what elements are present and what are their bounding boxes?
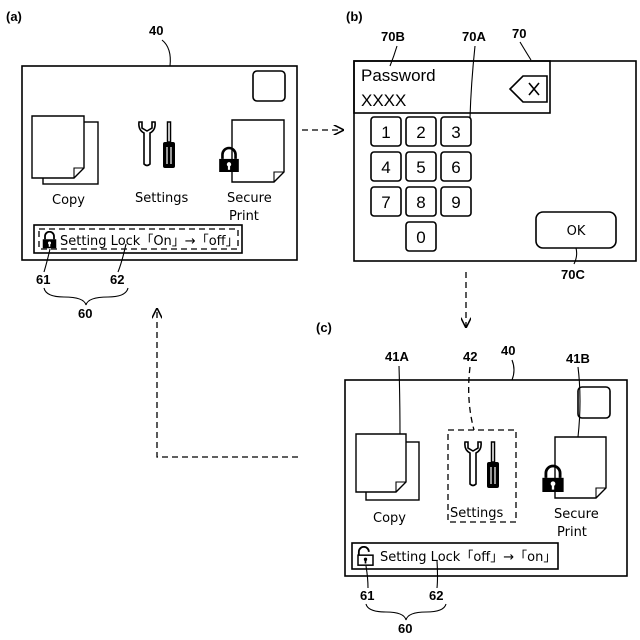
setting-unlock-icon — [358, 547, 373, 565]
panel-c: (c) 41A 42 40 41B Copy Settings — [316, 320, 627, 636]
ref-41B: 41B — [566, 351, 590, 366]
svg-text:6: 6 — [451, 158, 460, 177]
key-6[interactable]: 6 — [441, 152, 471, 181]
ref-42-leader — [469, 367, 474, 430]
key-7[interactable]: 7 — [371, 187, 401, 216]
copy-icon-c[interactable] — [356, 434, 419, 500]
secure-print-icon-c[interactable] — [542, 437, 606, 498]
secure-label-c-2: Print — [557, 525, 587, 540]
key-8[interactable]: 8 — [406, 187, 436, 216]
svg-text:9: 9 — [451, 193, 460, 212]
secure-print-icon[interactable] — [219, 120, 284, 182]
settings-label-c: Settings — [450, 506, 504, 521]
setting-lock-text: Setting Lock「On」→「off」 — [60, 234, 239, 249]
password-label: Password — [361, 66, 436, 85]
key-3[interactable]: 3 — [441, 117, 471, 146]
svg-text:7: 7 — [381, 193, 390, 212]
svg-text:1: 1 — [381, 123, 390, 142]
settings-label: Settings — [135, 191, 189, 206]
secure-label-c-1: Secure — [554, 507, 599, 522]
ref-60: 60 — [78, 306, 92, 321]
ref-61-c: 61 — [360, 588, 374, 603]
panel-a: (a) 40 Copy Settings Secure Print S — [6, 9, 297, 321]
key-2[interactable]: 2 — [406, 117, 436, 146]
panel-c-corner-button[interactable] — [578, 387, 610, 418]
ref-70C: 70C — [561, 267, 585, 282]
ref-70A: 70A — [462, 29, 486, 44]
backspace-button[interactable] — [510, 76, 547, 102]
backspace-icon — [529, 83, 539, 95]
ref-41A-leader — [399, 366, 400, 437]
ok-label: OK — [567, 224, 586, 239]
svg-text:3: 3 — [451, 123, 460, 142]
lock-icon-c — [542, 466, 563, 492]
svg-text:5: 5 — [416, 158, 425, 177]
copy-icon[interactable] — [32, 116, 98, 184]
panel-a-ref-leader — [162, 40, 170, 66]
panel-a-ref: 40 — [149, 23, 163, 38]
panel-b: (b) 70B 70A 70 Password XXXX 1 2 3 4 5 6… — [346, 9, 636, 282]
arrow-c-to-a — [157, 309, 298, 457]
svg-text:8: 8 — [416, 193, 425, 212]
key-4[interactable]: 4 — [371, 152, 401, 181]
copy-label-c: Copy — [373, 511, 406, 526]
ref-61: 61 — [36, 272, 50, 287]
ref-70B-leader — [390, 46, 397, 66]
lock-icon — [219, 148, 239, 172]
keypad: 1 2 3 4 5 6 7 8 9 0 — [371, 117, 471, 251]
ref-62-c-leader — [437, 561, 438, 588]
secure-label-1: Secure — [227, 191, 272, 206]
ref-62-c: 62 — [429, 588, 443, 603]
setting-lock-icon — [43, 232, 57, 249]
password-value: XXXX — [361, 91, 406, 110]
key-5[interactable]: 5 — [406, 152, 436, 181]
ref-70: 70 — [512, 26, 526, 41]
secure-label-2: Print — [229, 209, 259, 224]
ref-70-leader — [520, 42, 531, 60]
ref-40-c-leader — [512, 360, 514, 380]
key-0[interactable]: 0 — [406, 222, 436, 251]
key-9[interactable]: 9 — [441, 187, 471, 216]
ref-42: 42 — [463, 349, 477, 364]
ref-41A: 41A — [385, 349, 409, 364]
key-1[interactable]: 1 — [371, 117, 401, 146]
ref-60-c-brace — [366, 604, 446, 620]
ref-40-c: 40 — [501, 343, 515, 358]
copy-label: Copy — [52, 193, 85, 208]
svg-text:4: 4 — [381, 158, 390, 177]
ok-button[interactable]: OK — [536, 212, 616, 248]
settings-icon[interactable] — [139, 122, 175, 168]
svg-text:2: 2 — [416, 123, 425, 142]
ref-60-brace — [44, 288, 128, 305]
panel-a-corner-button[interactable] — [253, 71, 285, 101]
panel-b-tag: (b) — [346, 9, 363, 24]
setting-lock-text-c: Setting Lock「off」→「on」 — [380, 550, 556, 565]
ref-70A-leader — [470, 46, 475, 118]
ref-60-c: 60 — [398, 621, 412, 636]
panel-c-tag: (c) — [316, 320, 332, 335]
ref-70B: 70B — [381, 29, 405, 44]
ref-62: 62 — [110, 272, 124, 287]
panel-a-tag: (a) — [6, 9, 22, 24]
svg-text:0: 0 — [416, 228, 425, 247]
settings-icon-c[interactable] — [465, 442, 499, 488]
